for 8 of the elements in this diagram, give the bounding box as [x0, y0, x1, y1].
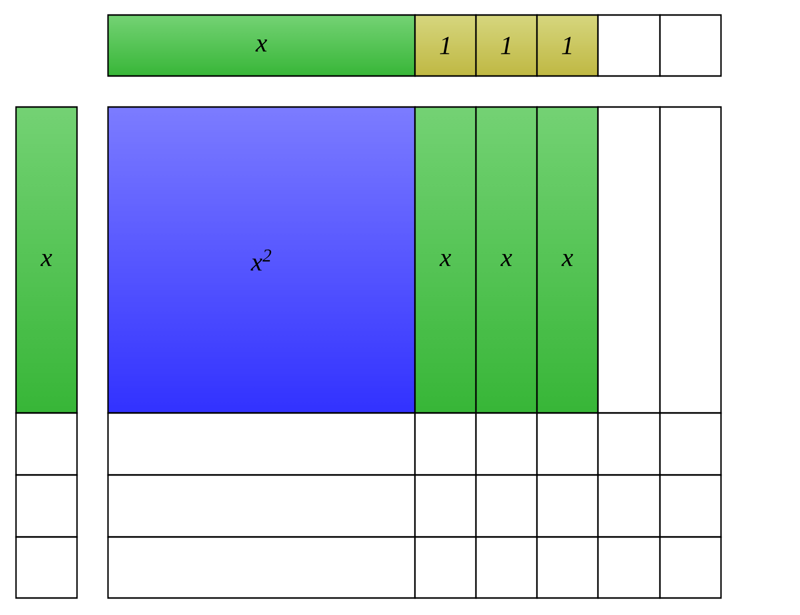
- tile: 1: [536, 14, 599, 77]
- tile: 1: [475, 14, 538, 77]
- empty-cell: [15, 536, 78, 599]
- tile: x: [414, 106, 477, 414]
- tile: x: [15, 106, 78, 414]
- tile: x: [475, 106, 538, 414]
- tile: 1: [414, 14, 477, 77]
- tile: x: [536, 106, 599, 414]
